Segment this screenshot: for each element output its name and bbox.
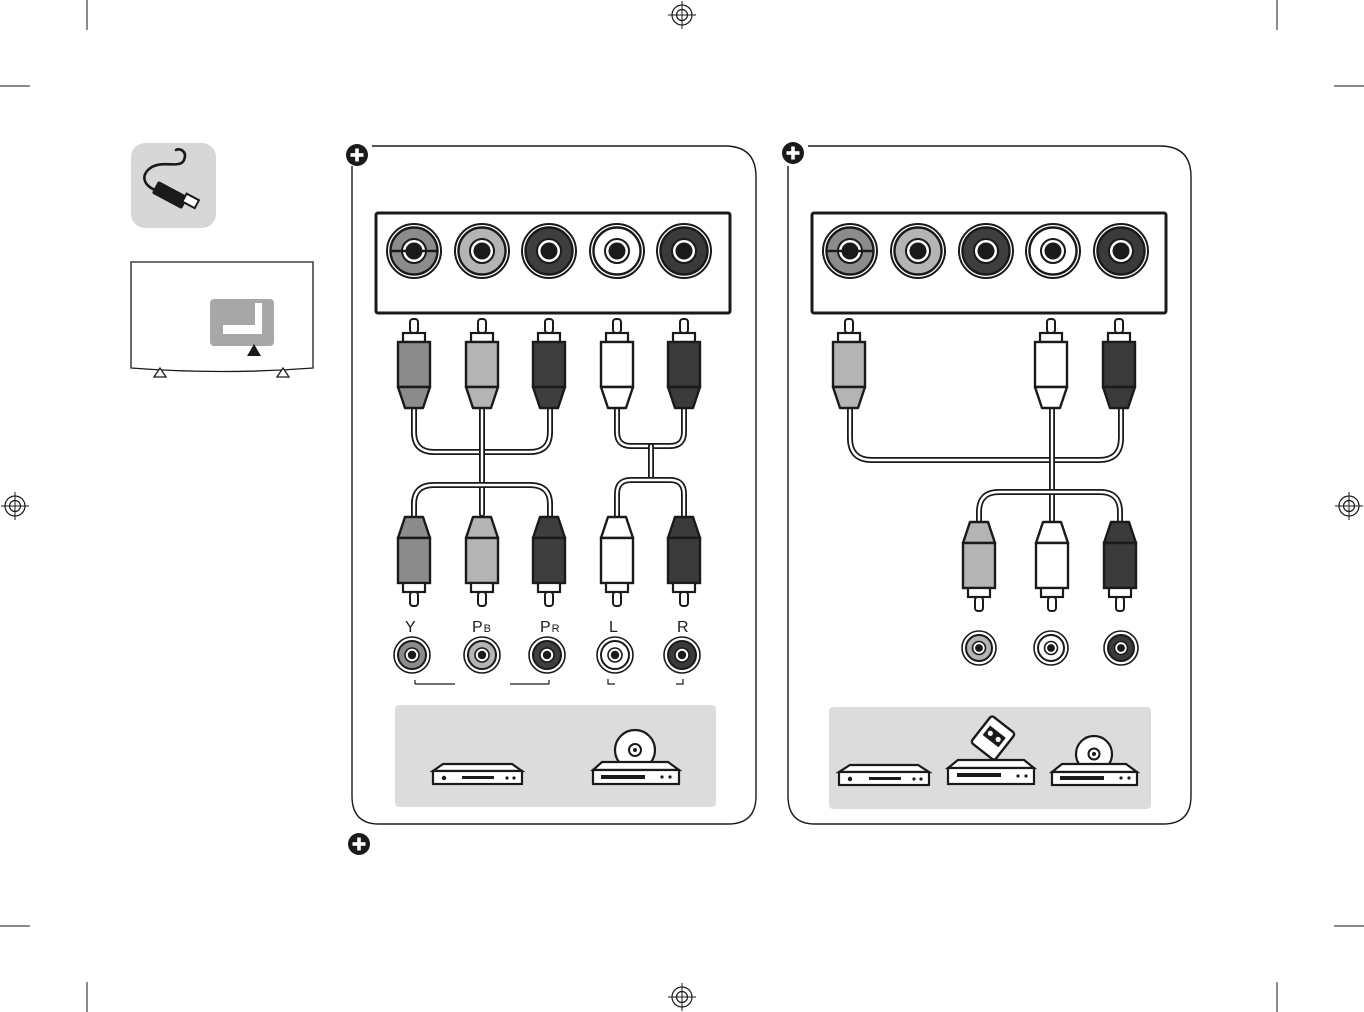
tv-jack-r xyxy=(657,224,711,278)
plug-top-pb xyxy=(466,319,498,408)
device-jack-r xyxy=(664,637,700,673)
plug-top-r xyxy=(668,319,700,408)
plus-note-icon xyxy=(346,144,368,166)
device-jack-l xyxy=(597,637,633,673)
device-jack-y xyxy=(394,637,430,673)
tv-jack-pb xyxy=(455,224,509,278)
jack-labels: Y PB PR L R xyxy=(405,619,689,636)
plug-bottom-pr xyxy=(533,517,565,606)
composite-wire-top xyxy=(850,406,1121,460)
audio-wire-bottom xyxy=(617,480,684,518)
tv-jack-composite-4 xyxy=(1094,224,1148,278)
jack-label-r: R xyxy=(677,619,689,636)
tv-jack-y xyxy=(387,224,441,278)
composite-plug-bottom-0 xyxy=(963,522,995,611)
registration-mark-icon xyxy=(668,983,696,1011)
composite-plug-top-0 xyxy=(833,319,865,408)
composite-plug-bottom-2 xyxy=(1104,522,1136,611)
plug-bottom-pb xyxy=(466,517,498,606)
composite-plug-top-1 xyxy=(1035,319,1067,408)
jack-label-l: L xyxy=(609,619,618,636)
registration-mark-icon xyxy=(1,492,29,520)
set-top-box-icon xyxy=(839,765,929,785)
plug-bottom-r xyxy=(668,517,700,606)
composite-plug-top-2 xyxy=(1103,319,1135,408)
tv-jack-composite-2 xyxy=(959,224,1013,278)
jack-label-pb: PB xyxy=(472,619,491,636)
device-jack-pb xyxy=(464,637,500,673)
tv-jack-composite-3 xyxy=(1026,224,1080,278)
set-top-box-icon xyxy=(433,764,522,784)
audio-wire-top xyxy=(617,406,684,446)
composite-device-jack-2 xyxy=(1104,631,1138,665)
plug-top-pr xyxy=(533,319,565,408)
plus-note-icon xyxy=(782,142,804,164)
cable-connection-icon xyxy=(131,143,216,228)
registration-mark-icon xyxy=(668,1,696,29)
plug-top-y xyxy=(398,319,430,408)
plus-note-icon xyxy=(348,833,370,855)
tv-jack-composite-1 xyxy=(891,224,945,278)
plug-bottom-l xyxy=(601,517,633,606)
plug-bottom-y xyxy=(398,517,430,606)
tv-jack-l xyxy=(590,224,644,278)
device-jack-pr xyxy=(529,637,565,673)
jack-group-brackets xyxy=(415,679,683,684)
jack-label-pr: PR xyxy=(540,619,560,636)
device-tray-component xyxy=(395,705,716,807)
jack-label-y: Y xyxy=(405,619,416,636)
registration-mark-icon xyxy=(1335,492,1363,520)
composite-device-jack-1 xyxy=(1034,631,1068,665)
tv-jack-pr xyxy=(522,224,576,278)
composite-plug-bottom-1 xyxy=(1036,522,1068,611)
tv-jack-composite-0 xyxy=(823,224,877,278)
tv-port-location-icon xyxy=(131,262,313,377)
composite-device-jack-0 xyxy=(962,631,996,665)
plug-top-l xyxy=(601,319,633,408)
